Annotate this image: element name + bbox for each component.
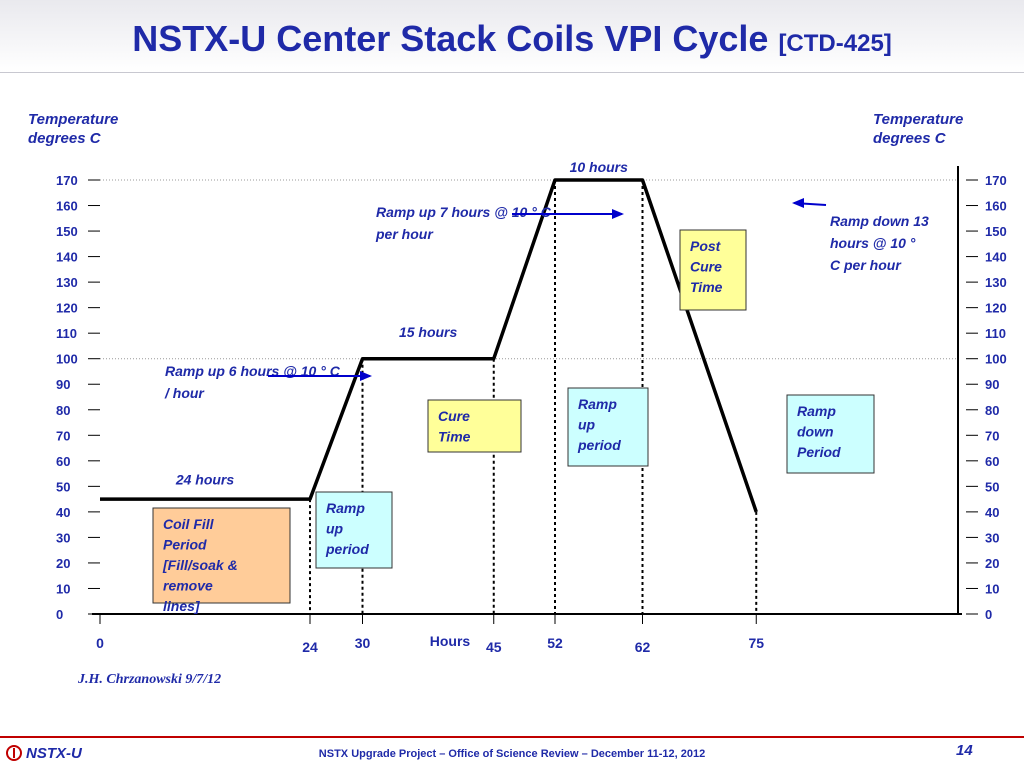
y-axis-title-right: Temperature degrees C (873, 111, 964, 147)
duration-label: 10 hours (570, 159, 629, 175)
phase-box-label: up (578, 417, 596, 433)
y-tick-label-right: 100 (985, 352, 1007, 367)
slide-title: NSTX-U Center Stack Coils VPI Cycle [CTD… (0, 18, 1024, 60)
y-tick-label-right: 20 (985, 556, 999, 571)
y-tick-label-left: 40 (56, 505, 70, 520)
footer-divider (0, 736, 1024, 738)
y-tick-label-right: 140 (985, 250, 1007, 265)
footer-logo: NSTX-U (6, 742, 82, 764)
title-main: NSTX-U Center Stack Coils VPI Cycle (132, 18, 769, 59)
phase-box (152, 507, 291, 604)
phase-box-label: down (797, 424, 834, 440)
y-tick-label-left: 100 (56, 352, 78, 367)
annotation-arrow-head (612, 209, 624, 219)
phase-box (786, 394, 875, 474)
phase-box-label: Time (690, 279, 723, 295)
phase-box-label: period (577, 437, 621, 453)
x-tick-label: 52 (547, 635, 563, 651)
duration-label: 15 hours (399, 324, 458, 340)
y-tick-label-left: 170 (56, 173, 78, 188)
phase-box-label: Coil Fill (163, 516, 215, 532)
nstx-logo-icon (6, 745, 22, 761)
y-tick-label-right: 40 (985, 505, 999, 520)
ramp-annotation-label: Ramp up 7 hours @ 10 ° C (376, 204, 552, 220)
phase-box-label: remove (163, 578, 213, 594)
phase-box-label: Period (797, 444, 841, 460)
phase-box-label: [Fill/soak & (162, 557, 238, 573)
author-credit: J.H. Chrzanowski 9/7/12 (78, 672, 222, 687)
slide-header (0, 0, 1024, 72)
y-tick-label-left: 30 (56, 530, 70, 545)
footer-text: NSTX Upgrade Project – Office of Science… (318, 748, 706, 760)
temperature-profile-line (100, 178, 758, 513)
y-tick-label-right: 80 (985, 403, 999, 418)
phase-box-label: Cure (438, 408, 470, 424)
phase-box-label: Time (438, 429, 471, 445)
y-tick-label-right: 50 (985, 479, 999, 494)
y-tick-label-left: 160 (56, 199, 78, 214)
y-tick-label-right: 10 (985, 581, 999, 596)
ramp-annotation-label: hours @ 10 ° (830, 235, 916, 251)
y-tick-label-right: 70 (985, 428, 999, 443)
phase-box-label: Ramp (578, 396, 617, 412)
annotation-arrow-head (360, 371, 372, 381)
title-code: [CTD-425] (778, 30, 892, 57)
y-tick-label-left: 70 (56, 428, 70, 443)
y-tick-label-right: 120 (985, 301, 1007, 316)
y-tick-label-right: 90 (985, 377, 999, 392)
y-tick-label-left: 20 (56, 556, 70, 571)
y-tick-label-right: 160 (985, 199, 1007, 214)
phase-box-label: Post (690, 238, 722, 254)
y-tick-label-left: 150 (56, 224, 78, 239)
x-tick-label: 45 (486, 639, 502, 655)
phase-box-label: Ramp (797, 403, 836, 419)
y-tick-label-right: 150 (985, 224, 1007, 239)
phase-box (315, 491, 393, 569)
phase-box (427, 399, 522, 453)
ramp-annotation-label: / hour (164, 385, 205, 401)
phase-box-label: Period (163, 537, 207, 553)
y-tick-label-left: 60 (56, 454, 70, 469)
ramp-annotation-label: Ramp down 13 (830, 213, 929, 229)
page-number: 14 (956, 742, 973, 759)
y-tick-label-left: 130 (56, 275, 78, 290)
phase-box-label: lines] (163, 598, 201, 614)
annotation-arrow-head (792, 198, 804, 208)
y-tick-label-right: 0 (985, 607, 992, 622)
y-tick-label-left: 90 (56, 377, 70, 392)
y-tick-label-left: 0 (56, 607, 63, 622)
y-tick-label-left: 140 (56, 250, 78, 265)
y-tick-label-right: 60 (985, 454, 999, 469)
duration-label: 24 hours (175, 471, 235, 487)
y-tick-label-left: 110 (56, 326, 77, 341)
phase-box-label: Cure (690, 259, 722, 275)
phase-box (679, 229, 747, 311)
y-tick-label-left: 120 (56, 301, 78, 316)
phase-box-label: period (325, 541, 369, 557)
x-tick-label: 30 (355, 635, 371, 651)
x-tick-label: 75 (748, 635, 764, 651)
x-tick-label: 0 (96, 635, 104, 651)
y-tick-label-left: 10 (56, 581, 70, 596)
ramp-annotation-label: C per hour (830, 257, 902, 273)
y-tick-label-left: 50 (56, 479, 70, 494)
y-tick-label-right: 130 (985, 275, 1007, 290)
phase-box-label: Ramp (326, 500, 365, 516)
y-tick-label-right: 170 (985, 173, 1007, 188)
y-tick-label-right: 110 (985, 326, 1006, 341)
x-axis-label: Hours (430, 633, 471, 649)
x-tick-label: 62 (635, 639, 651, 655)
phase-box (567, 387, 649, 467)
x-tick-label: 24 (302, 639, 318, 655)
header-divider (0, 72, 1024, 73)
y-tick-label-right: 30 (985, 530, 999, 545)
y-tick-label-left: 80 (56, 403, 70, 418)
y-axis-title-left: Temperature degrees C (28, 111, 119, 147)
ramp-annotation-label: per hour (375, 226, 434, 242)
logo-text: NSTX-U (26, 744, 82, 762)
phase-box-label: up (326, 521, 344, 537)
